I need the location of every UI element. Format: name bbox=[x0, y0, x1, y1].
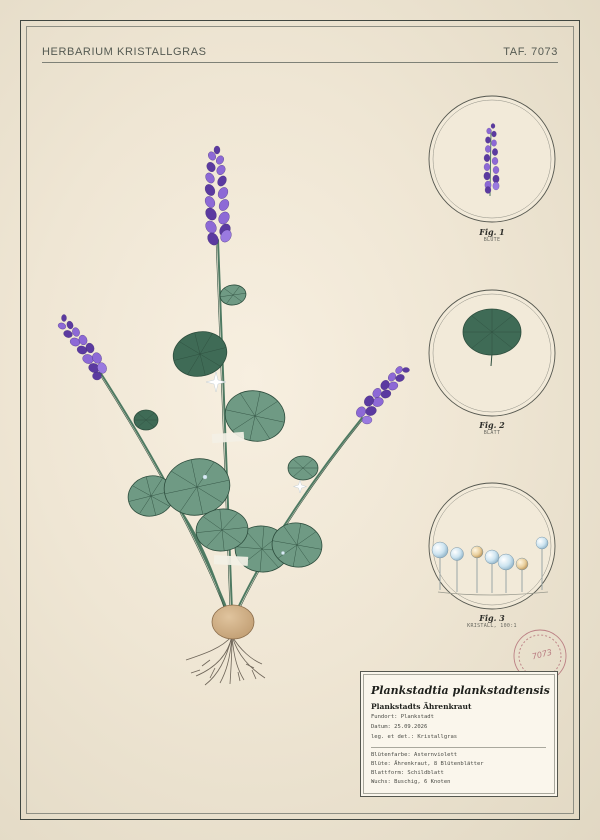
outer-frame bbox=[20, 20, 580, 820]
flower-spike-left bbox=[57, 314, 107, 381]
mounting-tape bbox=[211, 431, 249, 566]
fig2-title: Fig. 2 bbox=[479, 420, 505, 430]
label-divider bbox=[371, 747, 546, 748]
fig1-subtitle: BLÜTE bbox=[483, 237, 501, 243]
leaf bbox=[163, 458, 231, 516]
common-name: Plankstadts Ährenkraut bbox=[371, 702, 472, 711]
fig2-subtitle: BLATT bbox=[483, 430, 501, 436]
fig3-inset bbox=[428, 482, 556, 610]
bulb bbox=[211, 604, 255, 640]
leaf bbox=[224, 390, 286, 442]
leaf bbox=[133, 409, 159, 431]
leaves bbox=[127, 284, 323, 573]
inner-frame bbox=[26, 26, 574, 814]
fig3-title: Fig. 3 bbox=[479, 613, 505, 623]
leaf bbox=[172, 331, 228, 377]
roots bbox=[185, 635, 266, 686]
flower-spike-top bbox=[204, 145, 232, 246]
species-name: Plankstadtia plankstadtensis bbox=[371, 684, 550, 697]
fig1-title: Fig. 1 bbox=[479, 227, 505, 237]
collection-date: Datum: 25.09.2026 bbox=[371, 724, 428, 730]
trait-leaf: Blattform: Schildblatt bbox=[371, 770, 444, 776]
trait-color: Blütenfarbe: Asternviolett bbox=[371, 752, 458, 758]
specimen-label-inner-border bbox=[363, 674, 555, 794]
sparkles bbox=[202, 371, 308, 555]
collector: leg. et det.: Kristallgras bbox=[371, 734, 458, 740]
flower-spike-right bbox=[356, 366, 410, 425]
specimen-label bbox=[360, 671, 558, 797]
fig1-inset bbox=[428, 95, 556, 223]
plate-number: TAF. 7073 bbox=[503, 46, 558, 58]
fig2-inset bbox=[428, 289, 556, 417]
leaf bbox=[271, 522, 323, 568]
locality: Fundort: Plankstadt bbox=[371, 714, 434, 720]
header-rule bbox=[42, 62, 558, 63]
trait-bloom: Blüte: Ährenkraut, 8 Blütenblätter bbox=[371, 761, 484, 767]
leaf bbox=[219, 284, 247, 306]
leaf bbox=[195, 508, 249, 552]
header-title: HERBARIUM KRISTALLGRAS bbox=[42, 46, 207, 58]
trait-growth: Wuchs: Buschig, 6 Knoten bbox=[371, 779, 451, 785]
fig3-subtitle: KRISTALL, 100:1 bbox=[467, 623, 517, 629]
leaf bbox=[287, 455, 319, 481]
